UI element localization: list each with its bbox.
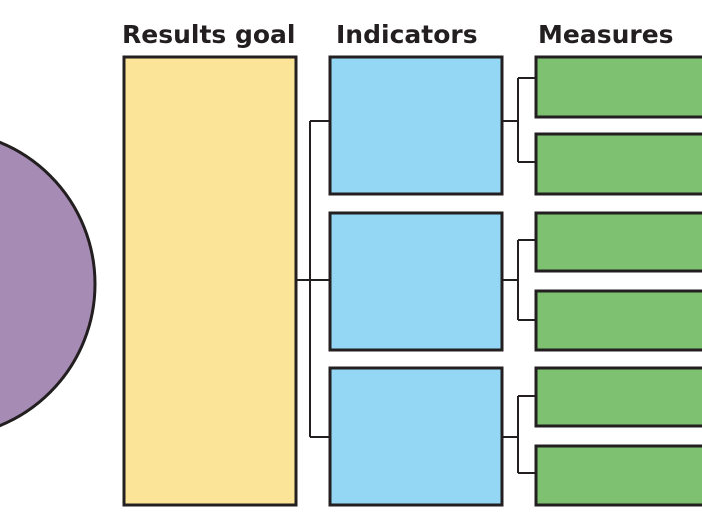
indicators-heading: Indicators <box>336 20 478 49</box>
indicator-to-measure-connectors <box>502 77 536 474</box>
measure-box-3 <box>534 211 702 273</box>
measure-box-5 <box>534 366 702 428</box>
indicator-box-1 <box>328 55 504 196</box>
measure-box-1 <box>534 55 702 119</box>
goal-to-indicator-connectors <box>296 120 330 438</box>
measure-box-4 <box>534 289 702 352</box>
vision-circle <box>0 140 97 428</box>
measures-heading: Measures <box>538 20 674 49</box>
measure-box-2 <box>534 132 702 196</box>
measure-box-6 <box>534 444 702 507</box>
indicator-box-2 <box>328 211 504 352</box>
results-goal-heading: Results goal <box>122 20 296 49</box>
indicator-box-3 <box>328 366 504 507</box>
results-goal-box <box>122 55 298 507</box>
